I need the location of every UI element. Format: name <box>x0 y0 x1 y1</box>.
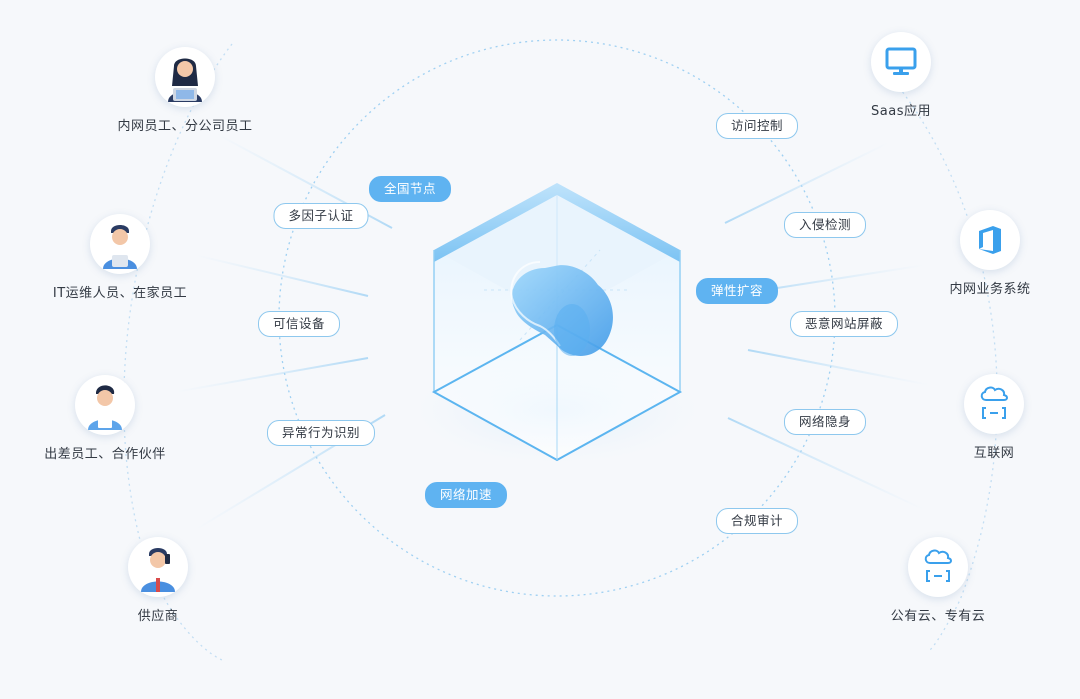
user-node-it: IT运维人员、在家员工 <box>40 214 200 301</box>
user-label-travel: 出差员工、合作伙伴 <box>44 447 166 462</box>
user-label-supplier: 供应商 <box>137 609 179 624</box>
resource-label-intranet: 内网业务系统 <box>949 282 1031 297</box>
user-node-supplier: 供应商 <box>78 537 238 624</box>
feature-pill-intrusion: 入侵检测 <box>783 212 867 238</box>
user-node-internal: 内网员工、分公司员工 <box>105 47 265 134</box>
resource-label-internet: 互联网 <box>973 446 1015 461</box>
monitor-icon <box>871 32 931 92</box>
cloud-network-icon <box>908 537 968 597</box>
resource-node-internet: 互联网 <box>914 374 1074 461</box>
male-it-staff-icon <box>90 214 150 274</box>
feature-pill-trusted-device: 可信设备 <box>257 311 341 337</box>
user-node-travel: 出差员工、合作伙伴 <box>25 375 185 462</box>
resource-node-cloud: 公有云、专有云 <box>858 537 1018 624</box>
resource-node-intranet: 内网业务系统 <box>910 210 1070 297</box>
supplier-phone-icon <box>128 537 188 597</box>
user-label-internal: 内网员工、分公司员工 <box>117 119 253 134</box>
resource-label-cloud: 公有云、专有云 <box>890 609 986 624</box>
feature-pill-compliance: 合规审计 <box>715 508 799 534</box>
feature-pill-mfa: 多因子认证 <box>273 203 369 229</box>
traveling-employee-icon <box>75 375 135 435</box>
resource-node-saas: Saas应用 <box>821 32 981 119</box>
highlight-pill-scaling: 弹性扩容 <box>695 278 779 304</box>
office-app-icon <box>960 210 1020 270</box>
feature-pill-access-control: 访问控制 <box>715 113 799 139</box>
user-label-it: IT运维人员、在家员工 <box>52 286 188 301</box>
female-employee-laptop-icon <box>155 47 215 107</box>
resource-label-saas: Saas应用 <box>871 104 931 119</box>
highlight-pill-nodes: 全国节点 <box>368 176 452 202</box>
cloud-network-icon <box>964 374 1024 434</box>
highlight-pill-acceleration: 网络加速 <box>424 482 508 508</box>
feature-pill-anomaly: 异常行为识别 <box>266 420 376 446</box>
feature-pill-stealth: 网络隐身 <box>783 409 867 435</box>
feature-pill-malicious-site: 恶意网站屏蔽 <box>789 311 899 337</box>
